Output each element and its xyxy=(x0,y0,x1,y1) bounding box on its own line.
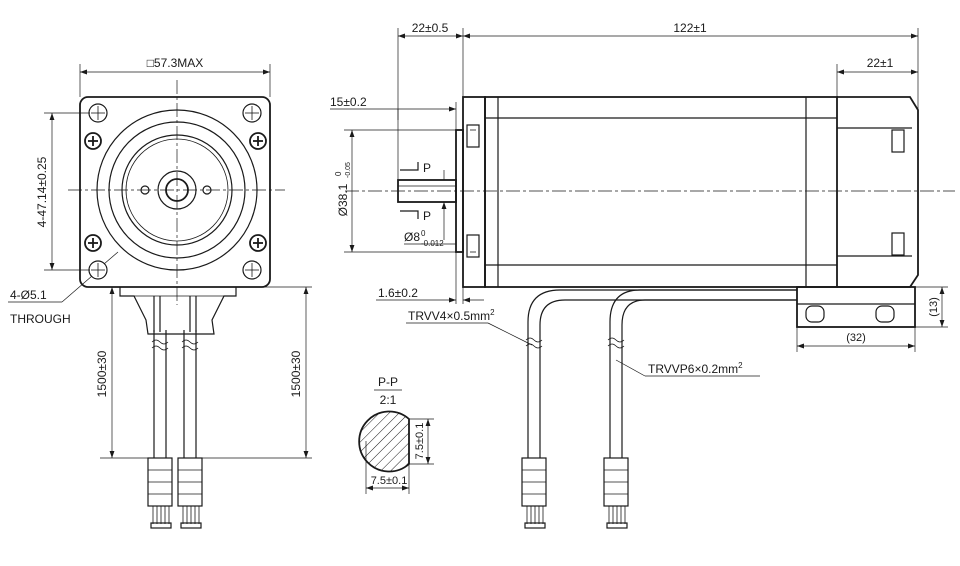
flange-square-label: □57.3MAX xyxy=(147,56,204,70)
section-title: P-P xyxy=(378,375,398,389)
front-small-hole-left xyxy=(140,185,150,195)
mount-holes-label: 4-Ø5.1 xyxy=(10,288,47,302)
front-pilot xyxy=(121,134,233,246)
section-shape xyxy=(358,410,410,473)
front-small-hole-right xyxy=(202,185,212,195)
pilot-tol-upper: 0 xyxy=(334,171,343,176)
front-shaft-boss xyxy=(157,170,197,210)
cable-length-left-label: 1500±30 xyxy=(95,350,109,397)
cable-encoder-label: TRVVP6×0.2mm2 xyxy=(648,361,743,376)
section-scale: 2:1 xyxy=(380,393,397,407)
section-mark-bottom: P xyxy=(423,209,431,223)
shaft-diameter-label: Ø8 xyxy=(404,230,420,244)
side-cable-encoder xyxy=(603,289,797,529)
pilot-thickness-label: 1.6±0.2 xyxy=(378,286,418,300)
side-flange-slot-top xyxy=(466,124,480,148)
front-ring-mid xyxy=(108,121,246,259)
shaft-tol-lower: -0.012 xyxy=(421,239,444,248)
cable-power-label: TRVV4×0.5mm2 xyxy=(408,308,495,323)
side-rear-slot-top xyxy=(891,129,905,153)
shaft-tol-upper: 0 xyxy=(421,229,426,238)
front-view: □57.3MAX 4-47.14±0.25 4-Ø5.1 THROUGH 150… xyxy=(8,56,312,529)
front-cable-bracket xyxy=(119,287,237,335)
front-flange xyxy=(79,96,271,288)
flat-width-label: 7.5±0.1 xyxy=(371,475,408,487)
section-view: P-P 2:1 7.5±0.1 7.5±0.1 xyxy=(358,375,434,494)
side-body xyxy=(484,96,838,288)
side-connector-block xyxy=(796,286,916,328)
side-connector-port-1 xyxy=(805,305,825,323)
front-connectors xyxy=(147,457,203,529)
cable-length-right-label: 1500±30 xyxy=(289,350,303,397)
screws xyxy=(84,132,267,252)
front-shaft xyxy=(165,178,189,202)
front-cables xyxy=(151,296,199,458)
front-ring-outer xyxy=(96,109,258,271)
shaft-length-label: 15±0.2 xyxy=(330,95,367,109)
body-length-label: 122±1 xyxy=(673,21,707,35)
side-encoder-housing xyxy=(837,96,919,288)
side-view: 22±0.5 122±1 22±1 15±0.2 Ø38.1 0 -0.05 P… xyxy=(330,21,955,529)
pilot-diameter-label: Ø38.1 xyxy=(336,183,350,216)
side-connector-port-2 xyxy=(875,305,895,323)
encoder-width-label: (32) xyxy=(846,332,866,344)
side-cable-power xyxy=(521,289,797,529)
pilot-diameter-group: Ø38.1 0 -0.05 xyxy=(334,162,352,216)
rear-length-label: 22±1 xyxy=(867,56,894,70)
side-flange-slot-bottom xyxy=(466,234,480,258)
flat-height-label: 7.5±0.1 xyxy=(414,423,426,460)
pilot-tol-lower: -0.05 xyxy=(345,162,352,178)
front-pilot-inner xyxy=(125,138,229,242)
flange-to-body-label: 22±0.5 xyxy=(412,21,449,35)
encoder-height-label: (13) xyxy=(928,297,940,317)
mount-holes xyxy=(88,103,262,280)
section-mark-top: P xyxy=(423,161,431,175)
hole-spacing-label: 4-47.14±0.25 xyxy=(35,156,49,227)
side-rear-slot-bottom xyxy=(891,232,905,256)
through-label: THROUGH xyxy=(10,312,71,326)
